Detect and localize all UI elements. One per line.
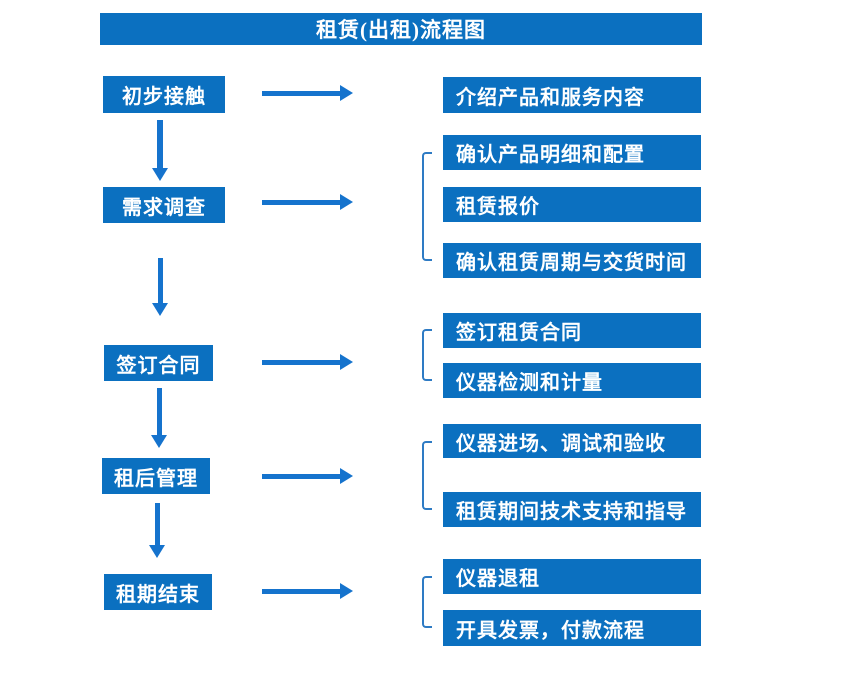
output-box-technical-support: 租赁期间技术支持和指导 xyxy=(443,492,701,527)
output-box-confirm-product-details: 确认产品明细和配置 xyxy=(443,135,701,170)
arrow-shaft xyxy=(157,120,163,169)
bracket-connector xyxy=(422,329,432,381)
output-box-instrument-testing: 仪器检测和计量 xyxy=(443,363,701,398)
arrow-head xyxy=(152,168,168,181)
arrow-right-icon xyxy=(262,194,353,210)
arrow-down-icon xyxy=(151,388,167,448)
arrow-head xyxy=(340,194,353,210)
arrow-shaft xyxy=(262,200,341,205)
arrow-shaft xyxy=(262,474,341,479)
arrow-down-icon xyxy=(152,120,168,181)
arrow-right-icon xyxy=(262,354,353,370)
stage-box-sign-contract: 签订合同 xyxy=(104,345,213,381)
stage-box-initial-contact: 初步接触 xyxy=(103,76,225,113)
arrow-shaft xyxy=(154,503,160,546)
output-box-confirm-rental-period: 确认租赁周期与交货时间 xyxy=(443,243,701,278)
bracket-connector xyxy=(422,441,432,510)
bracket-connector xyxy=(422,576,432,628)
arrow-head xyxy=(340,583,353,599)
arrow-down-icon xyxy=(149,503,165,558)
arrow-shaft xyxy=(262,589,341,594)
flowchart-title: 租赁(出租)流程图 xyxy=(100,13,702,45)
output-box-instrument-commissioning: 仪器进场、调试和验收 xyxy=(443,424,701,458)
arrow-shaft xyxy=(157,258,163,304)
output-box-sign-rental-contract: 签订租赁合同 xyxy=(443,313,701,348)
stage-box-post-rental-management: 租后管理 xyxy=(102,458,210,494)
arrow-shaft xyxy=(262,360,341,365)
output-box-introduce-products: 介绍产品和服务内容 xyxy=(443,77,701,113)
output-box-invoicing-payment: 开具发票，付款流程 xyxy=(443,610,701,646)
arrow-down-icon xyxy=(152,258,168,316)
arrow-shaft xyxy=(262,91,341,96)
arrow-shaft xyxy=(156,388,162,436)
arrow-head xyxy=(340,468,353,484)
arrow-head xyxy=(149,545,165,558)
bracket-connector xyxy=(422,152,432,261)
arrow-head xyxy=(340,354,353,370)
arrow-head xyxy=(152,303,168,316)
arrow-right-icon xyxy=(262,468,353,484)
arrow-right-icon xyxy=(262,583,353,599)
output-box-instrument-return: 仪器退租 xyxy=(443,559,701,594)
arrow-right-icon xyxy=(262,85,353,101)
output-box-rental-quotation: 租赁报价 xyxy=(443,187,701,222)
arrow-head xyxy=(151,435,167,448)
arrow-head xyxy=(340,85,353,101)
stage-box-demand-survey: 需求调查 xyxy=(103,187,225,223)
stage-box-rental-end: 租期结束 xyxy=(104,574,212,610)
